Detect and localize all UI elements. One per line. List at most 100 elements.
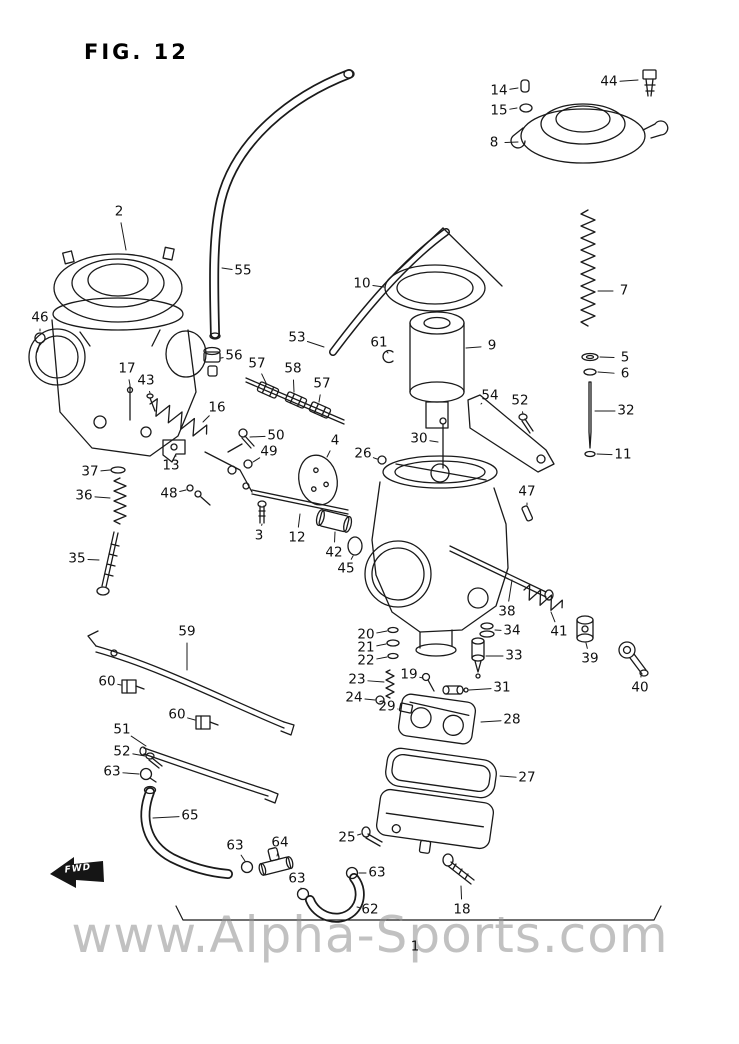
spring-16 xyxy=(149,398,208,437)
part-number-2: 2 xyxy=(114,203,124,220)
part-number-63: 63 xyxy=(226,837,244,854)
part-number-60: 60 xyxy=(98,673,116,690)
part-number-46: 46 xyxy=(31,309,49,326)
carburetor-left-body xyxy=(28,246,253,493)
part-number-53: 53 xyxy=(288,329,306,346)
hose-55 xyxy=(209,69,355,340)
part-number-51: 51 xyxy=(113,721,131,738)
part-number-3: 3 xyxy=(254,527,264,544)
part-number-55: 55 xyxy=(234,262,252,279)
part-number-30: 30 xyxy=(410,430,428,447)
hose-53 xyxy=(329,228,450,356)
part-number-65: 65 xyxy=(181,807,199,824)
carburetor-center-body xyxy=(364,417,509,657)
fitting-56 xyxy=(203,346,221,377)
strip-51-screw-52-ring-63 xyxy=(139,746,279,804)
bracket-54-screw-52-pin-47 xyxy=(467,394,555,522)
assembly-axis-lines xyxy=(387,227,503,287)
part-number-36: 36 xyxy=(75,487,93,504)
part-number-14: 14 xyxy=(490,82,508,99)
part-number-54: 54 xyxy=(481,387,499,404)
jet-stack-20-21-22-23 xyxy=(385,626,400,699)
part-number-9: 9 xyxy=(487,337,497,354)
part-number-43: 43 xyxy=(137,372,155,389)
part-number-38: 38 xyxy=(498,603,516,620)
diaphragm-cover-assembly xyxy=(510,69,669,164)
part-number-4: 4 xyxy=(330,432,340,449)
link-rod-12-plate-4-sleeve-42 xyxy=(251,454,363,556)
hose-65 xyxy=(140,785,254,879)
part-number-62: 62 xyxy=(361,901,379,918)
part-number-24: 24 xyxy=(345,689,363,706)
hose-62 xyxy=(296,866,365,923)
group-bracket xyxy=(175,905,662,921)
figure-title: FIG. 12 xyxy=(84,40,189,64)
part-number-34: 34 xyxy=(503,622,521,639)
part-number-49: 49 xyxy=(260,443,278,460)
part-number-42: 42 xyxy=(325,544,343,561)
valves-19-24-29-31-33-34 xyxy=(375,622,495,714)
part-number-21: 21 xyxy=(357,639,375,656)
part-number-47: 47 xyxy=(518,483,536,500)
bracket-59-clips-60 xyxy=(87,630,295,736)
part-number-37: 37 xyxy=(81,463,99,480)
part-number-10: 10 xyxy=(353,275,371,292)
part-number-61: 61 xyxy=(370,334,388,351)
part-number-52: 52 xyxy=(511,392,529,409)
fwd-arrow xyxy=(50,857,104,888)
part-number-33: 33 xyxy=(505,647,523,664)
part-number-44: 44 xyxy=(600,73,618,90)
part-number-16: 16 xyxy=(208,399,226,416)
fitting-64 xyxy=(258,847,294,876)
float-28 xyxy=(397,693,477,745)
part-number-12: 12 xyxy=(288,529,306,546)
part-number-17: 17 xyxy=(118,360,136,377)
gasket-27 xyxy=(385,747,497,799)
parts-39-40 xyxy=(576,615,649,677)
part-number-11: 11 xyxy=(614,446,632,463)
part-number-28: 28 xyxy=(503,711,521,728)
part-number-1: 1 xyxy=(410,938,420,955)
part-number-26: 26 xyxy=(354,445,372,462)
part-number-40: 40 xyxy=(631,679,649,696)
part-number-35: 35 xyxy=(68,550,86,567)
part-number-25: 25 xyxy=(338,829,356,846)
part-number-5: 5 xyxy=(620,349,630,366)
part-number-63: 63 xyxy=(368,864,386,881)
part-number-64: 64 xyxy=(271,834,289,851)
part-number-39: 39 xyxy=(581,650,599,667)
fuel-rail-fittings xyxy=(245,377,345,425)
part-number-57: 57 xyxy=(313,375,331,392)
part-number-20: 20 xyxy=(357,626,375,643)
part-number-56: 56 xyxy=(225,347,243,364)
shaft-38-spring-41 xyxy=(449,545,563,611)
part-number-29: 29 xyxy=(378,698,396,715)
part-number-59: 59 xyxy=(178,623,196,640)
part-number-58: 58 xyxy=(284,360,302,377)
part-number-45: 45 xyxy=(337,560,355,577)
part-number-48: 48 xyxy=(160,485,178,502)
part-number-52: 52 xyxy=(113,743,131,760)
washer-37-spring-36-screw-35 xyxy=(96,466,127,596)
part-number-13: 13 xyxy=(162,457,180,474)
part-number-6: 6 xyxy=(620,365,630,382)
part-number-31: 31 xyxy=(493,679,511,696)
part-number-60: 60 xyxy=(168,706,186,723)
part-number-50: 50 xyxy=(267,427,285,444)
part-number-27: 27 xyxy=(518,769,536,786)
holder-13 xyxy=(162,439,186,463)
leader-lines xyxy=(39,79,642,909)
part-number-18: 18 xyxy=(453,901,471,918)
part-number-63: 63 xyxy=(288,870,306,887)
part-number-15: 15 xyxy=(490,102,508,119)
needle-17-screw-43 xyxy=(126,385,156,421)
spring-needle-right-stack xyxy=(580,209,599,458)
slide-assembly xyxy=(382,264,486,429)
part-number-7: 7 xyxy=(619,282,629,299)
float-bowl xyxy=(375,788,495,854)
part-number-23: 23 xyxy=(348,671,366,688)
clip-46 xyxy=(34,332,46,353)
part-number-57: 57 xyxy=(248,355,266,372)
